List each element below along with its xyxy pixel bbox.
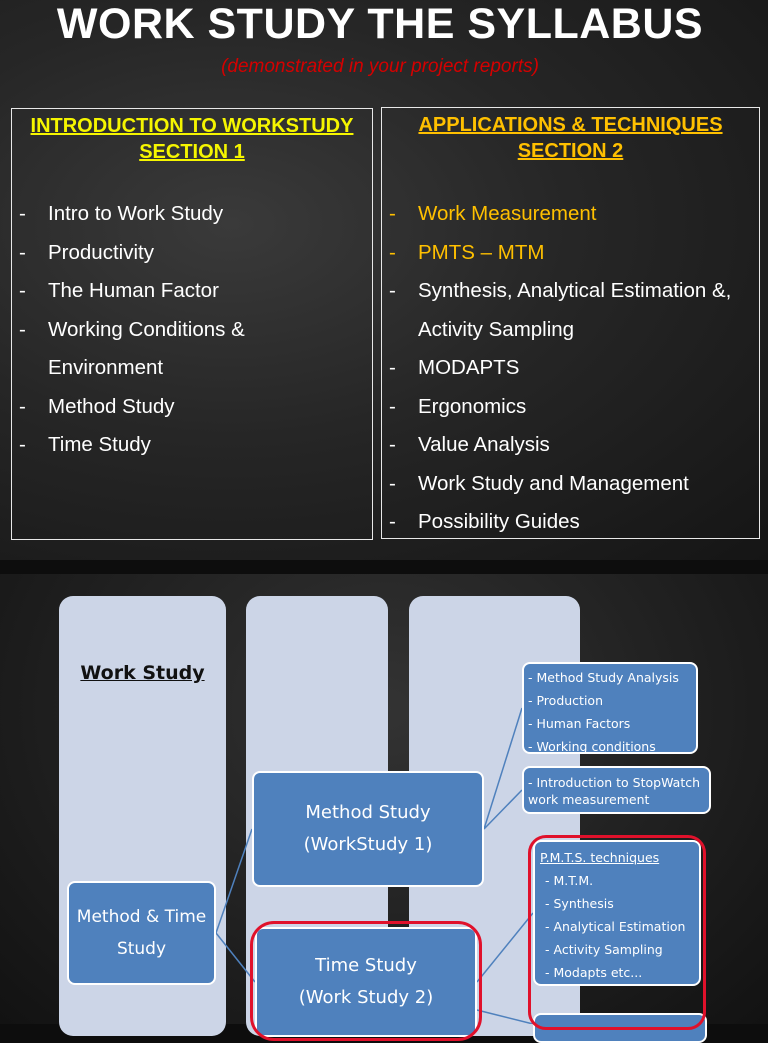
list-item: -Value Analysis [382, 426, 759, 465]
work-study-title: Work Study [80, 662, 205, 684]
bullet-dash: - [19, 394, 26, 418]
pmts-techniques-node: P.M.T.S. techniques - M.T.M. - Synthesis… [533, 840, 701, 986]
bullet-dash: - [389, 279, 396, 302]
node-line: Time Study [315, 955, 417, 976]
list-item: -PMTS – MTM [382, 234, 759, 273]
bullet-dash: - [389, 510, 396, 533]
section1-list: -Intro to Work Study -Productivity -The … [12, 195, 372, 465]
list-item: -Synthesis, Analytical Estimation &, [382, 272, 759, 311]
bullet-dash: - [389, 433, 396, 456]
list-item-text: The Human Factor [48, 279, 219, 302]
bullet-dash: - [389, 202, 396, 225]
list-item: -Ergonomics [382, 388, 759, 427]
list-item-text: Method Study [48, 394, 175, 418]
bullet-dash: - [19, 240, 26, 264]
method-study-node: Method Study (WorkStudy 1) [252, 771, 484, 887]
syllabus-slide: WORK STUDY THE SYLLABUS (demonstrated in… [0, 0, 768, 560]
list-item: -Productivity [12, 234, 372, 273]
list-item: -The Human Factor [12, 272, 372, 311]
section2-list: -Work Measurement -PMTS – MTM -Synthesis… [382, 195, 759, 542]
node-line: (Work Study 2) [298, 987, 434, 1008]
list-item: -Intro to Work Study [12, 195, 372, 234]
node-line: Method Study [305, 802, 431, 823]
list-item: -Possibility Guides [382, 503, 759, 542]
list-item-text: Time Study [48, 433, 151, 456]
list-item-text: Activity Sampling [418, 317, 575, 341]
section2-heading-line2: SECTION 2 [517, 140, 624, 162]
bullet-dash: - [19, 317, 26, 341]
list-item-text: Working Conditions & [48, 317, 245, 341]
list-item-text: MODAPTS [418, 356, 520, 379]
section2-box: APPLICATIONS & TECHNIQUES SECTION 2 -Wor… [381, 107, 760, 539]
pmts-heading: P.M.T.S. techniques [540, 850, 660, 865]
red-highlight-pmts [528, 835, 706, 1030]
list-item: Activity Sampling [382, 311, 759, 350]
list-item-text: Possibility Guides [418, 510, 580, 533]
bullet-dash: - [389, 356, 396, 379]
list-item-text: Value Analysis [418, 433, 550, 456]
node-line: - M.T.M. [545, 873, 594, 888]
section1-heading-line1: INTRODUCTION TO WORKSTUDY [30, 115, 354, 137]
bullet-dash: - [19, 202, 26, 225]
node-line: - Introduction to StopWatch [528, 775, 701, 790]
bullet-dash: - [389, 240, 396, 264]
list-item: -Working Conditions & [12, 311, 372, 350]
list-item: Environment [12, 349, 372, 388]
bullet-dash: - [19, 433, 26, 456]
bullet-dash: - [19, 279, 26, 302]
list-item-text: Productivity [48, 240, 154, 264]
method-time-study-node: Method & Time Study [67, 881, 216, 985]
red-highlight-time-study [250, 921, 482, 1041]
list-item: -Work Study and Management [382, 465, 759, 504]
node-line: Method & Time [76, 907, 207, 927]
stopwatch-intro-node: - Introduction to StopWatch work measure… [522, 766, 711, 814]
list-item: -Work Measurement [382, 195, 759, 234]
list-item-text: Environment [48, 356, 164, 379]
node-line: Study [116, 939, 167, 959]
method-study-analysis-node: - Method Study Analysis - Production - H… [522, 662, 698, 754]
list-item: -Method Study [12, 388, 372, 427]
node-line: - Synthesis [545, 896, 614, 911]
list-item-text: Work Measurement [418, 202, 597, 225]
node-line: - Activity Sampling [545, 942, 663, 957]
list-item-text: PMTS – MTM [418, 240, 545, 264]
node-line: - Working conditions [528, 739, 656, 754]
list-item-text: Ergonomics [418, 394, 527, 418]
node-line: - Analytical Estimation [545, 919, 686, 934]
list-item-text: Intro to Work Study [48, 202, 224, 225]
slide-title: WORK STUDY THE SYLLABUS [56, 0, 704, 48]
node-line: - Production [528, 693, 603, 708]
section2-heading: APPLICATIONS & TECHNIQUES SECTION 2 [382, 112, 759, 164]
node-line: - Method Study Analysis [528, 670, 679, 685]
bullet-dash: - [389, 394, 396, 418]
slide-subtitle: (demonstrated in your project reports) [221, 56, 539, 77]
list-item: -Time Study [12, 426, 372, 465]
list-item: -MODAPTS [382, 349, 759, 388]
list-item-text: Work Study and Management [418, 471, 689, 495]
section1-heading-line2: SECTION 1 [139, 141, 245, 163]
section1-heading: INTRODUCTION TO WORKSTUDY SECTION 1 [12, 113, 372, 165]
node-line: - Human Factors [528, 716, 631, 731]
list-item-text: Synthesis, Analytical Estimation &, [418, 279, 732, 302]
node-line: (WorkStudy 1) [303, 834, 433, 855]
section2-heading-line1: APPLICATIONS & TECHNIQUES [418, 114, 723, 136]
bullet-dash: - [389, 471, 396, 495]
section1-box: INTRODUCTION TO WORKSTUDY SECTION 1 -Int… [11, 108, 373, 540]
node-line: work measurement [528, 792, 650, 807]
node-line: - Modapts etc... [545, 965, 643, 980]
